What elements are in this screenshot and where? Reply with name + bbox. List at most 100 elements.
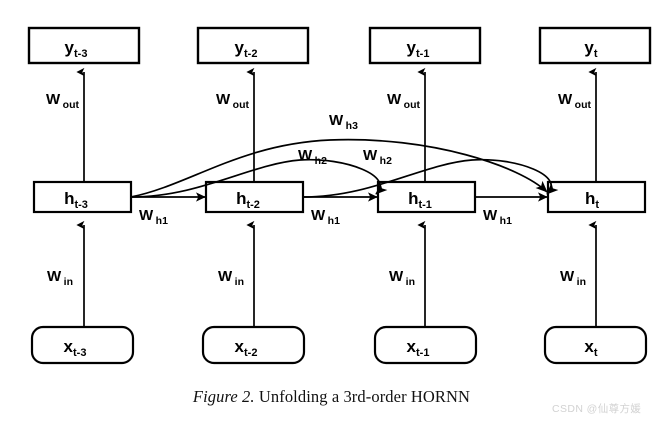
hidden-sub-t-2: t-2 [246, 199, 259, 211]
w-h1-b-base: W [311, 207, 326, 224]
w-h1-a-base: W [139, 207, 154, 224]
caption-title: Unfolding a 3rd-order HORNN [258, 387, 471, 406]
input-node-x-t-1[interactable] [373, 325, 478, 365]
output-node-label-t-2: yt-2 [235, 38, 258, 60]
input-base-t: x [584, 337, 594, 356]
w-in-base-t-1: W [389, 268, 404, 285]
w-out-base-t-3: W [46, 91, 61, 108]
w-out-sub-t: out [575, 99, 592, 111]
caption-figure-number: Figure 2. [192, 387, 255, 406]
input-node-x-t-3[interactable] [30, 325, 135, 365]
w-h1-c-base: W [483, 207, 498, 224]
w-h2-a-sub: h2 [315, 155, 327, 167]
w-out-sub-t-3: out [63, 99, 80, 111]
output-base-t-1: y [407, 38, 417, 57]
column-group-t-1 [368, 26, 482, 365]
w-in-sub-t-3: in [64, 276, 73, 288]
input-node-x-t-2[interactable] [201, 325, 306, 365]
w-out-sub-t-2: out [233, 99, 250, 111]
output-sub-t-3: t-3 [74, 48, 87, 60]
input-node-label-t-1: xt-1 [407, 337, 430, 359]
input-sub-t: t [594, 347, 598, 359]
input-node-x-t[interactable] [543, 325, 648, 365]
hidden-node-label-t: ht [585, 189, 599, 211]
output-sub-t-1: t-1 [416, 48, 429, 60]
w-in-base-t-2: W [218, 268, 233, 285]
figure-caption: Figure 2. Unfolding a 3rd-order HORNN [0, 387, 663, 407]
input-sub-t-1: t-1 [416, 347, 429, 359]
column-group-t [538, 26, 652, 365]
w-out-base-t-1: W [387, 91, 402, 108]
hidden-sub-t-1: t-1 [418, 199, 431, 211]
output-node-y-t-2[interactable] [196, 26, 310, 65]
w-out-base-t-2: W [216, 91, 231, 108]
hidden-node-label-t-2: ht-2 [236, 189, 260, 211]
input-base-t-3: x [64, 337, 74, 356]
output-node-y-t[interactable] [538, 26, 652, 65]
w-h1-c-sub: h1 [500, 215, 512, 227]
output-node-label-t: yt [584, 38, 597, 60]
w-h3-base: W [329, 112, 344, 129]
output-base-t-2: y [235, 38, 245, 57]
hidden-base-t-1: h [408, 189, 418, 208]
hidden-sub-t: t [595, 199, 599, 211]
w-out-sub-t-1: out [404, 99, 421, 111]
input-node-label-t-3: xt-3 [64, 337, 87, 359]
hidden-sub-t-3: t-3 [74, 199, 87, 211]
output-sub-t: t [594, 48, 598, 60]
column-group-t-2 [196, 26, 310, 365]
w-h1-b-sub: h1 [328, 215, 340, 227]
output-sub-t-2: t-2 [244, 48, 257, 60]
output-base-t-3: y [65, 38, 75, 57]
recurrent-edge-h3-t-3-to-t [130, 138, 548, 198]
w-h1-a-sub: h1 [156, 215, 168, 227]
hidden-node-h-t[interactable] [546, 180, 647, 214]
input-base-t-2: x [235, 337, 245, 356]
recurrent-edge-h2-t-3-to-t-1 [130, 158, 388, 198]
w-h2-b-base: W [363, 147, 378, 164]
hidden-base-t-3: h [64, 189, 74, 208]
hidden-base-t: h [585, 189, 595, 208]
hidden-node-label-t-3: ht-3 [64, 189, 88, 211]
input-sub-t-3: t-3 [73, 347, 86, 359]
recurrent-edge-h2-t-2-to-t [302, 158, 559, 198]
w-h3-sub: h3 [346, 120, 358, 132]
output-node-label-t-3: yt-3 [65, 38, 88, 60]
w-in-base-t: W [560, 268, 575, 285]
input-node-label-t-2: xt-2 [235, 337, 258, 359]
w-h2-a-base: W [298, 147, 313, 164]
column-group-t-3 [27, 26, 141, 365]
hidden-node-label-t-1: ht-1 [408, 189, 432, 211]
input-base-t-1: x [407, 337, 417, 356]
hidden-base-t-2: h [236, 189, 246, 208]
output-node-y-t-3[interactable] [27, 26, 141, 65]
output-node-y-t-1[interactable] [368, 26, 482, 65]
w-out-base-t: W [558, 91, 573, 108]
w-h2-b-sub: h2 [380, 155, 392, 167]
output-base-t: y [584, 38, 594, 57]
hidden-node-h-t-3[interactable] [32, 180, 133, 214]
input-sub-t-2: t-2 [244, 347, 257, 359]
hidden-node-h-t-1[interactable] [376, 180, 477, 214]
input-node-label-t: xt [584, 337, 597, 359]
w-in-base-t-3: W [47, 268, 62, 285]
output-node-label-t-1: yt-1 [407, 38, 430, 60]
w-in-sub-t-1: in [406, 276, 415, 288]
watermark-text: CSDN @仙尊方媛 [552, 403, 642, 415]
